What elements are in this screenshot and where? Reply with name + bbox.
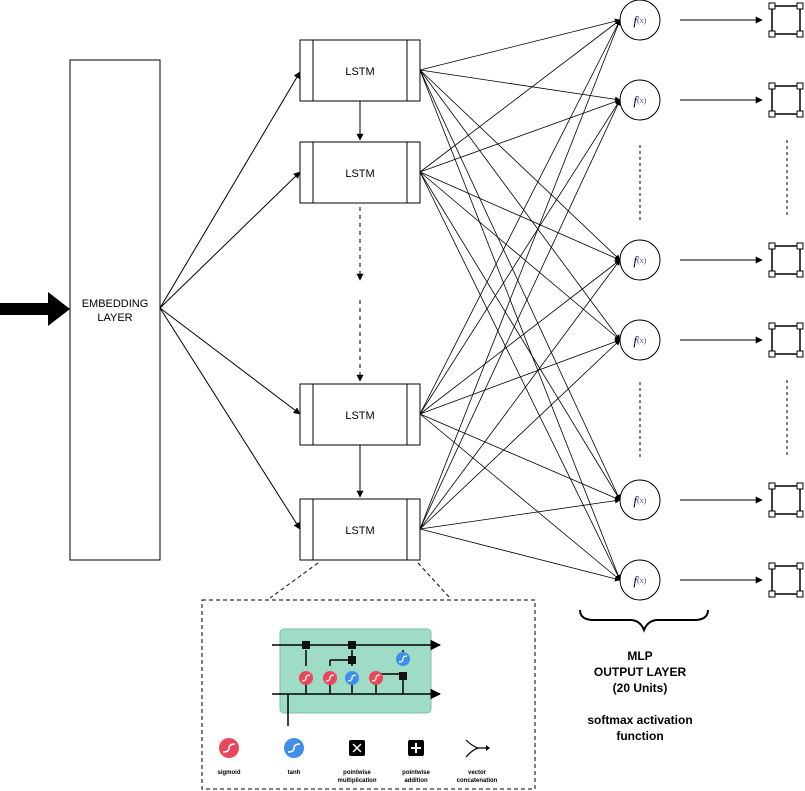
lstm-block-1: LSTM (299, 39, 421, 102)
output-unit-box (768, 482, 804, 518)
fc-connection (419, 528, 621, 582)
fc-connection (419, 69, 621, 581)
neuron-label-x: (x) (637, 336, 647, 345)
fc-connection (419, 171, 621, 341)
neuron-label-x: (x) (637, 16, 647, 25)
fc-connection (419, 259, 621, 415)
lstm-label-4: LSTM (345, 525, 374, 537)
fc-connection (419, 413, 621, 501)
cell-background (279, 628, 432, 714)
embedding-label-line2: LAYER (97, 312, 132, 324)
lstm-cell-detail: sigmoid tanh pointwise multiplication po… (201, 599, 536, 790)
mlp-label-line1: MLP (627, 649, 652, 663)
legend-sigmoid: sigmoid (217, 738, 241, 776)
input-arrow (0, 292, 70, 326)
output-unit-box (768, 242, 804, 278)
neuron-label-x: (x) (637, 96, 647, 105)
fc-connection (419, 171, 621, 261)
legend-mult-label-line1: pointwise (343, 770, 371, 776)
fc-connection (419, 413, 621, 581)
lstm-block-4: LSTM (299, 498, 421, 561)
neuron-label-f: f (633, 333, 639, 348)
fc-connection (419, 99, 621, 173)
legend-concat-label-line2: concatenation (457, 778, 498, 784)
mlp-neurons: f(x)f(x)f(x)f(x)f(x)f(x) (619, 0, 661, 601)
legend-sigmoid-label: sigmoid (217, 770, 240, 776)
fc-connection (419, 259, 621, 530)
lstm-label-2: LSTM (345, 168, 374, 180)
neuron-label-f: f (633, 13, 639, 28)
legend-addition: pointwise addition (402, 740, 430, 784)
output-units (680, 2, 804, 598)
mlp-neuron: f(x) (619, 79, 661, 121)
output-unit-box (768, 322, 804, 358)
mlp-brace (579, 609, 709, 633)
fc-connection (419, 339, 621, 530)
zoom-lines (269, 562, 451, 599)
fully-connected-lines (419, 18, 621, 582)
fc-connection (419, 171, 621, 501)
neuron-label-x: (x) (637, 496, 647, 505)
fc-connection (419, 69, 621, 341)
neuron-label-f: f (633, 493, 639, 508)
activation-label-line1: softmax activation (587, 713, 692, 727)
activation-label-line2: function (616, 729, 663, 743)
neuron-label-x: (x) (637, 256, 647, 265)
ellipsis-lines (639, 140, 788, 460)
lstm-label-3: LSTM (345, 410, 374, 422)
fc-connection (419, 18, 621, 71)
fc-connection (419, 19, 621, 173)
neuron-label-f: f (633, 93, 639, 108)
embedding-layer: EMBEDDING LAYER (69, 59, 161, 561)
mlp-label-line2: OUTPUT LAYER (594, 665, 687, 679)
fc-connection (419, 19, 621, 415)
legend-mult-label-line2: multiplication (338, 778, 377, 784)
fc-connection (419, 69, 621, 103)
lstm-label-1: LSTM (345, 66, 374, 78)
neuron-label-f: f (633, 253, 639, 268)
neuron-label-f: f (633, 573, 639, 588)
fc-connection (419, 69, 621, 501)
legend-tanh: tanh (284, 738, 304, 776)
lstm-block-2: LSTM (299, 141, 421, 204)
legend-concat-label-line1: vector (468, 770, 487, 776)
mlp-neuron: f(x) (619, 239, 661, 281)
mlp-neuron: f(x) (619, 319, 661, 361)
embedding-label-line1: EMBEDDING (82, 298, 149, 310)
output-unit-box (768, 562, 804, 598)
fc-connection (419, 497, 621, 530)
mlp-neuron: f(x) (619, 0, 661, 41)
legend-tanh-label: tanh (288, 770, 301, 776)
fc-connection (419, 69, 621, 261)
legend-multiplication: pointwise multiplication (338, 740, 377, 784)
fc-connection (419, 339, 621, 415)
fc-connection (419, 99, 621, 530)
mlp-neuron: f(x) (619, 479, 661, 521)
lstm-block-3: LSTM (299, 383, 421, 446)
embedding-to-lstm-arrows (159, 71, 301, 530)
output-unit-box (768, 82, 804, 118)
fc-connection (419, 19, 621, 530)
mlp-neuron: f(x) (619, 559, 661, 601)
fc-connection (419, 99, 621, 415)
neuron-label-x: (x) (637, 576, 647, 585)
fc-connection (419, 171, 621, 581)
legend-add-label-line1: pointwise (402, 770, 430, 776)
mlp-label-line3: (20 Units) (613, 681, 668, 695)
output-unit-box (768, 2, 804, 38)
legend-concatenation: vector concatenation (457, 739, 498, 784)
mlp-label: MLP OUTPUT LAYER (20 Units) softmax acti… (587, 649, 692, 743)
legend-add-label-line2: addition (404, 778, 428, 784)
